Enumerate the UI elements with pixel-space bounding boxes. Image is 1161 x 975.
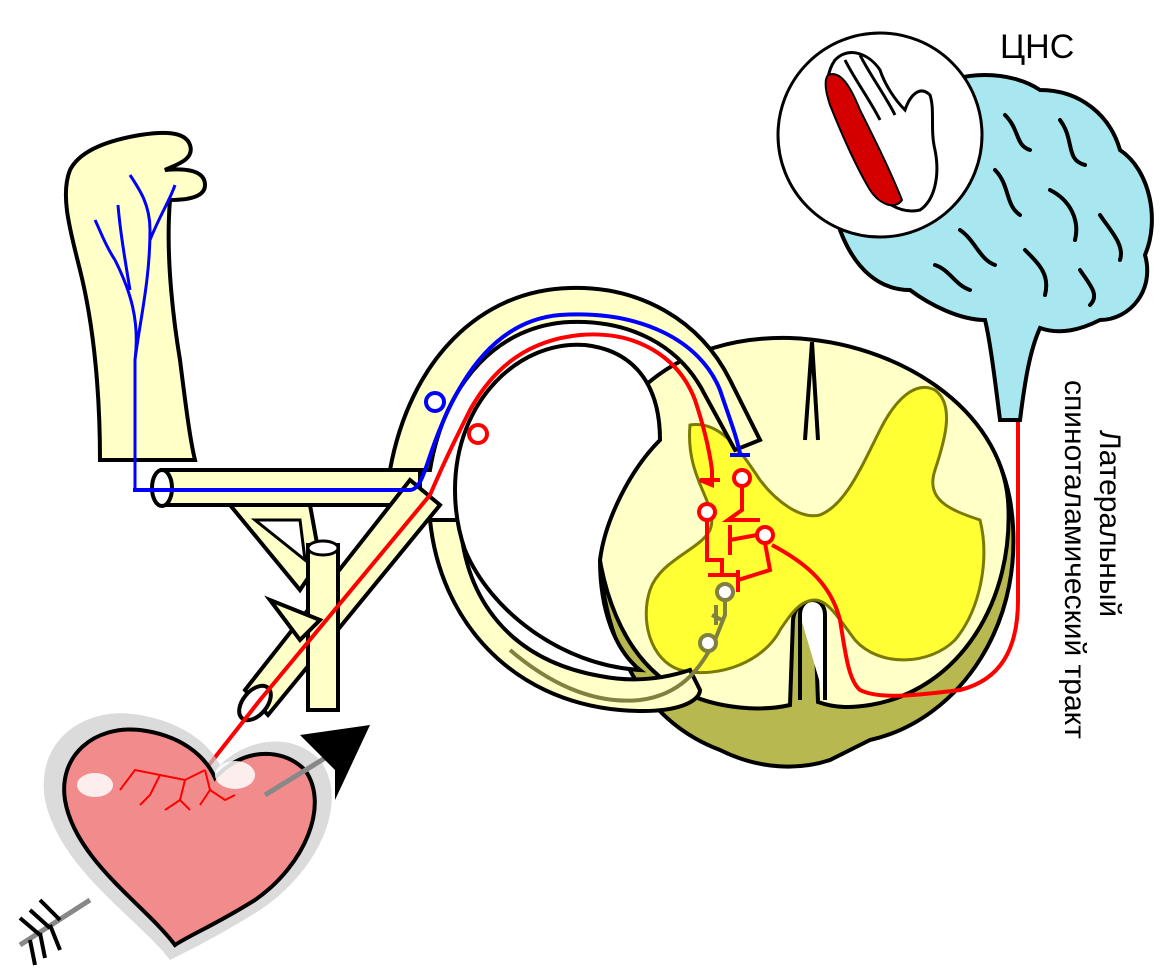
sympathetic-trunk-top	[308, 541, 338, 555]
motor-neuron-2	[700, 635, 716, 651]
hand-icon	[66, 133, 205, 490]
motor-neuron-1	[717, 584, 733, 600]
nerve-to-hand	[160, 470, 420, 505]
visceral-ganglion	[469, 425, 487, 443]
heart-highlight-right	[215, 761, 255, 789]
tract-label-line2: спиноталамический тракт	[1058, 380, 1091, 739]
heart-icon	[20, 713, 370, 965]
heart-highlight-left	[77, 773, 113, 797]
heart-shape	[64, 729, 315, 945]
tract-label-line1: Латеральный	[1093, 430, 1126, 617]
arrow-fletching	[20, 900, 60, 965]
somatic-ganglion	[426, 393, 444, 411]
cns-label: ЦНС	[1000, 28, 1074, 66]
tract-label: Латеральный спиноталамический тракт	[1058, 380, 1126, 739]
referred-pain-inset	[778, 33, 982, 237]
